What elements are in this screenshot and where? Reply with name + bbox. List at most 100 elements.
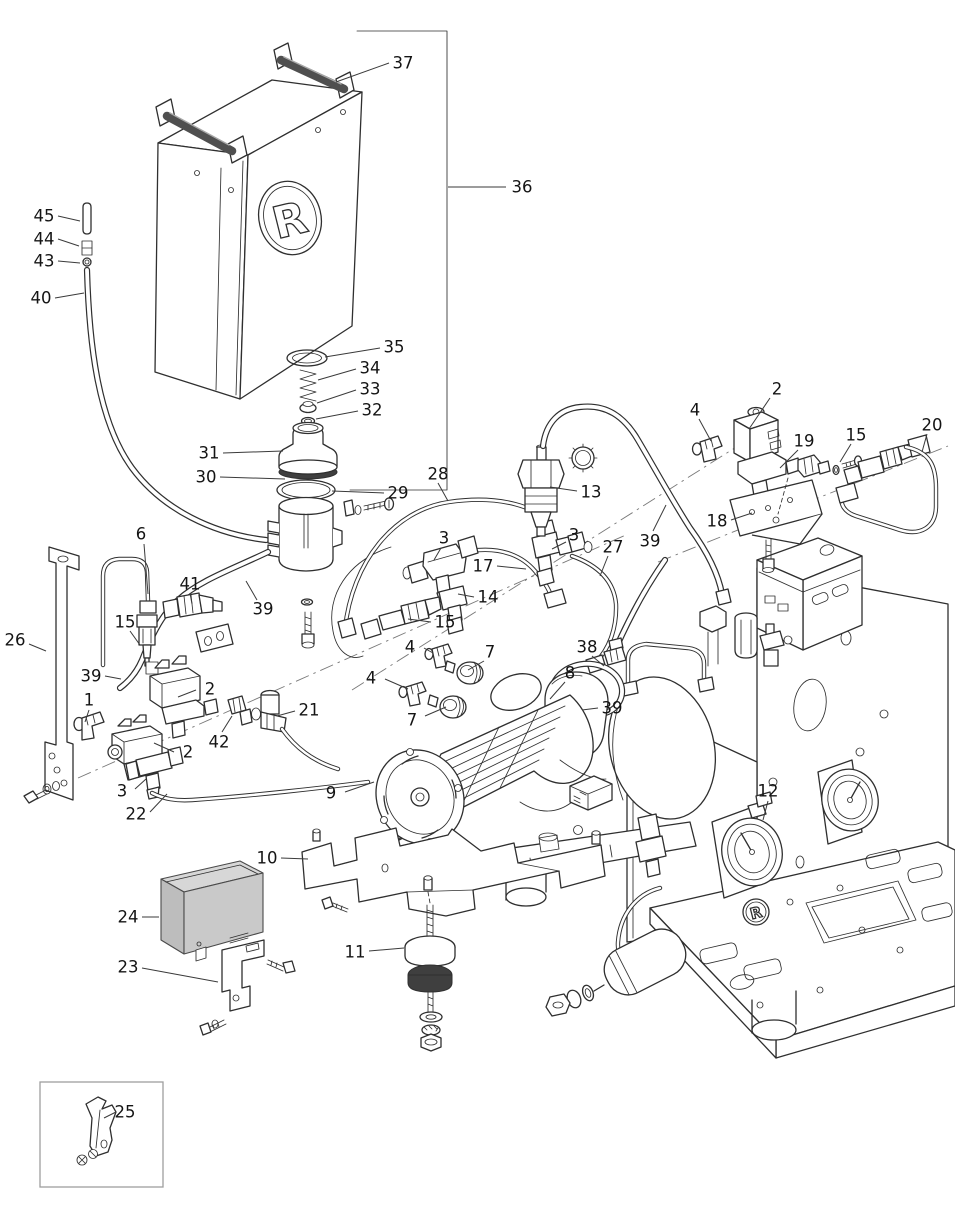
callout-19: 19 [794,432,815,451]
boiler [607,676,717,878]
fittings-42 [227,695,261,726]
callout-21: 21 [299,701,320,720]
fitting-19 [797,454,831,478]
callout-4: 4 [366,669,377,688]
o-ring-43 [82,257,92,267]
gauge-b [817,759,879,845]
callout-29: 29 [388,484,409,503]
callout-38: 38 [577,638,598,657]
fitting-41 [162,592,234,653]
callout-26: 26 [5,631,26,650]
callout-39: 39 [602,699,623,718]
elbow-fitting-4-lower [398,681,427,707]
callout-45: 45 [34,207,55,226]
callout-leader-6 [143,543,149,595]
solenoid-valve-2-upper [145,655,219,739]
callout-leader-44 [57,238,80,247]
tee-14-check-valve-15-center [360,585,468,640]
suction-pipe-45 [82,202,92,235]
callout-14: 14 [478,588,499,607]
callout-leader-4 [698,418,712,442]
callout-17: 17 [473,557,494,576]
callout-leader-39 [652,504,667,532]
pump-assembly [375,560,665,846]
fitting-38 [603,637,627,666]
callout-leader-14 [457,593,475,598]
control-box-bracket-23 [199,939,296,1036]
elbow-fitting-4-upper [424,643,453,669]
tee-fitting-3-lower [125,746,184,800]
callout-33: 33 [360,380,381,399]
elbow-fitting-4-top [691,435,723,463]
gauge-a [711,791,783,899]
elbow-fitting-1 [73,711,105,741]
callout-28: 28 [428,465,449,484]
callout-7: 7 [485,643,496,662]
machine-frame: R [497,567,955,1059]
bracket-26-screws [23,781,60,804]
callout-leader-2 [748,397,771,430]
check-valve-15-left [136,614,158,667]
callout-leader-26 [28,643,47,652]
callout-27: 27 [603,538,624,557]
callout-8: 8 [565,664,576,683]
callout-leader-19 [779,449,799,469]
callout-leader-37 [335,62,390,83]
callout-leader-32 [315,410,359,420]
callout-4: 4 [405,638,416,657]
callout-leader-1 [84,709,90,723]
callout-31: 31 [199,444,220,463]
callout-leader-2 [177,689,197,698]
fitting-7-upper [444,660,484,685]
callout-leader-11 [368,947,405,952]
callout-39: 39 [253,600,274,619]
callout-11: 11 [345,943,366,962]
frame-base-cutouts [699,848,953,1009]
callout-9: 9 [326,784,337,803]
tank-handle-left [155,98,248,164]
callout-leader-3 [433,547,442,561]
bracket-screw [321,896,349,913]
spring-34 [299,369,317,402]
fitting-7-lower [427,694,467,719]
pressure-gauges [711,759,879,899]
callout-leader-17 [496,565,527,570]
callout-leader-15 [839,443,852,463]
callout-3: 3 [569,526,580,545]
callout-leader-7 [424,706,447,717]
callout-10: 10 [257,849,278,868]
callout-leader-31 [222,450,284,454]
callout-23: 23 [118,958,139,977]
callout-35: 35 [384,338,405,357]
callout-15: 15 [846,426,867,445]
bracket-23-screw-bottom [199,1019,227,1036]
pump-cable-connector [519,759,613,812]
hose-spring-guard [568,443,598,473]
callout-1: 1 [84,691,95,710]
callout-leader-25 [103,1111,117,1119]
callout-leader-39 [245,580,258,601]
callout-15: 15 [435,613,456,632]
top-right-valve-group [691,406,937,573]
handle-rod-icon [276,55,349,94]
callout-leader-40 [54,292,85,299]
frame-logo-letter: R [748,903,764,923]
callout-leader-33 [316,389,357,404]
frame-feet [505,869,797,1041]
callout-39: 39 [640,532,661,551]
callout-4: 4 [690,401,701,420]
callout-7: 7 [407,711,418,730]
callout-15: 15 [115,613,136,632]
callout-leader-15 [129,630,141,646]
callout-leader-39 [104,675,122,680]
callout-37: 37 [393,54,414,73]
pump-mount-bracket-10 [301,827,606,917]
canister-bolt [300,598,315,649]
left-plumbing [73,552,368,800]
callout-leader-4 [423,647,434,654]
center-tubes [331,500,616,674]
callout-43: 43 [34,252,55,271]
callout-leader-23 [141,967,219,983]
